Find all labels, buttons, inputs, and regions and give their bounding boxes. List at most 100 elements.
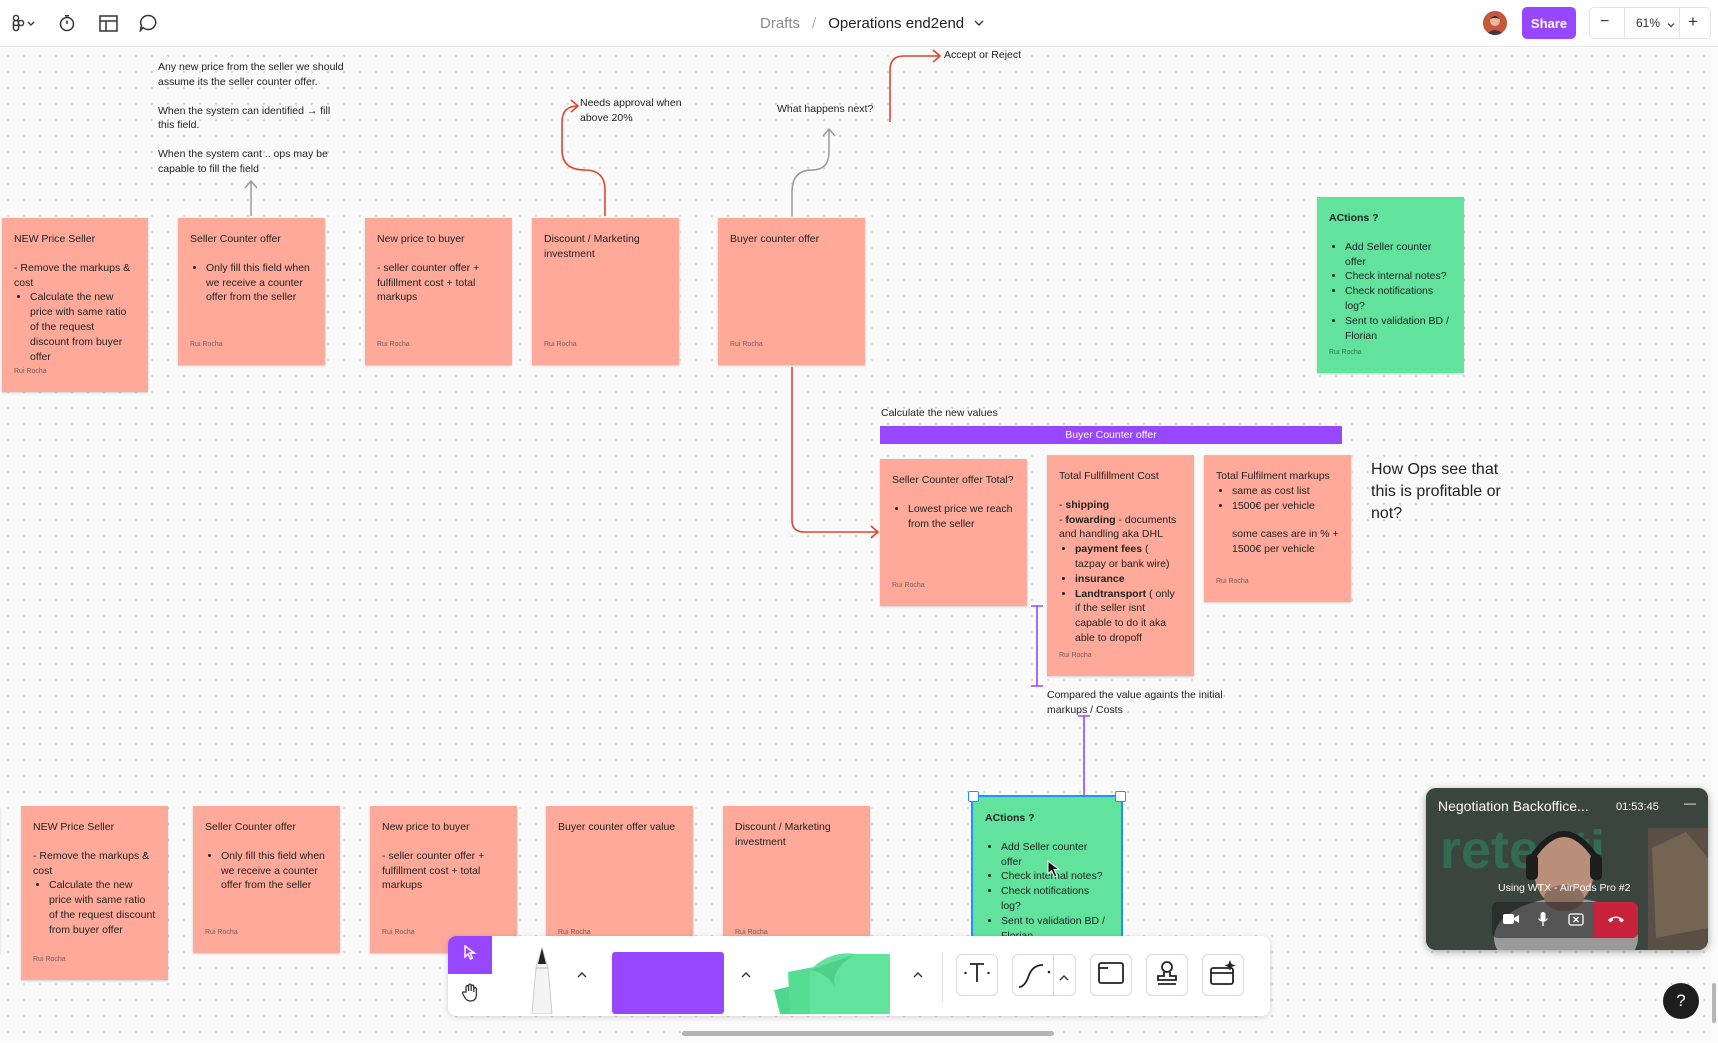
section-icon [1097, 959, 1125, 992]
help-button[interactable]: ? [1663, 983, 1699, 1019]
vertical-scrollbar[interactable] [1712, 983, 1716, 1023]
note-how-ops-see[interactable]: How Ops see that this is profitable or n… [1371, 461, 1501, 522]
creation-toolbar [448, 936, 1270, 1016]
sticky-author: Rui Rocha [377, 341, 410, 349]
sticky-title: Total Fullfillment Cost [1059, 470, 1159, 482]
sticky-options-chevron-icon[interactable] [912, 966, 924, 984]
sticky-new-price-seller[interactable]: NEW Price Seller - Remove the markups & … [2, 218, 148, 392]
note-accept-or-reject[interactable]: Accept or Reject [944, 49, 1022, 61]
call-title: Negotiation Backoffice... [1438, 798, 1589, 814]
video-call-window[interactable]: retenti Negotiation Backoffice... 01:53:… [1426, 788, 1708, 950]
sticky-title: New price to buyer [382, 821, 470, 833]
whiteboard-canvas[interactable]: Any new price from the seller we should … [0, 48, 1718, 1043]
sticky-author: Rui Rocha [1216, 578, 1249, 586]
sticky-seller-counter-total[interactable]: Seller Counter offer Total? Lowest price… [880, 459, 1027, 606]
zoom-level[interactable]: 61% [1636, 16, 1661, 30]
note-seller-assumption[interactable]: Any new price from the seller we should … [158, 61, 344, 175]
breadcrumb-separator: / [812, 14, 817, 32]
hand-tool-button[interactable] [448, 976, 492, 1014]
widgets-tool-button[interactable] [1202, 954, 1244, 996]
sticky-total-fulfillment-cost[interactable]: Total Fullfillment Cost - shipping - fow… [1047, 455, 1194, 676]
connector-grey-buyer [791, 130, 830, 216]
marker-tool-button[interactable] [512, 942, 572, 1015]
microphone-icon[interactable] [1537, 911, 1549, 932]
sticky-body: some cases are in % + 1500€ per vehicle [1232, 528, 1339, 556]
sticky-seller-counter-offer-2[interactable]: Seller Counter offer Only fill this fiel… [193, 806, 340, 953]
sticky-body: - seller counter offer + fulfillment cos… [382, 849, 485, 892]
connector-red-buyer-down [791, 367, 878, 533]
sticky-bullet: Calculate the new price with same ratio … [30, 290, 136, 364]
sticky-title: Buyer counter offer value [558, 821, 676, 833]
note-calculate-new-values[interactable]: Calculate the new values [881, 407, 998, 419]
stamp-tool-button[interactable] [1146, 954, 1188, 996]
sticky-title: Seller Counter offer [205, 821, 296, 833]
arrowhead-red-discount [570, 99, 580, 113]
screen-share-icon[interactable] [1568, 913, 1584, 931]
connector-purple-actions [1078, 715, 1090, 796]
sticky-bullets: Only fill this field when we receive a c… [221, 849, 328, 893]
timer-icon[interactable] [56, 12, 78, 34]
line-prefix: - [1059, 498, 1066, 511]
call-duration: 01:53:45 [1616, 801, 1659, 813]
zoom-chevron-icon[interactable] [1667, 16, 1675, 34]
select-tool-button[interactable] [448, 936, 492, 974]
connector-tool-button[interactable] [1012, 954, 1076, 996]
sticky-author: Rui Rocha [730, 341, 763, 349]
layout-icon[interactable] [97, 12, 119, 34]
phone-hang-up-icon [1607, 911, 1625, 929]
sticky-discount-marketing-2[interactable]: Discount / Marketing investment Rui Roch… [723, 806, 870, 953]
buyer-counter-offer-banner[interactable]: Buyer Counter offer [880, 426, 1342, 444]
sticky-total-fulfilment-markups[interactable]: Total Fulfilment markups same as cost li… [1204, 455, 1351, 602]
zoom-out-button[interactable]: − [1600, 13, 1610, 30]
section-tool-button[interactable] [1090, 954, 1132, 996]
sticky-body: - shipping - fowarding - documents and h… [1059, 498, 1182, 542]
shape-tool-button[interactable] [612, 952, 724, 1014]
text-tool-button[interactable] [956, 954, 998, 996]
sticky-bullet: Sent to validation BD / Florian [1345, 314, 1452, 344]
sticky-tool-button[interactable] [770, 950, 900, 1014]
top-toolbar: Drafts / Operations end2end Share − 61% … [0, 0, 1718, 47]
chevron-down-icon[interactable] [974, 14, 984, 32]
file-name[interactable]: Operations end2end [828, 14, 965, 32]
hang-up-button[interactable] [1594, 902, 1638, 938]
hand-icon [461, 983, 479, 1007]
cursor-icon [463, 944, 477, 965]
sticky-new-price-to-buyer[interactable]: New price to buyer - seller counter offe… [365, 218, 512, 365]
cost-forwarding: fowarding [1065, 513, 1116, 526]
sticky-actions-selected[interactable]: ACtions ? Add Seller counter offer Check… [971, 795, 1123, 959]
shape-options-chevron-icon[interactable] [740, 966, 752, 984]
sticky-author: Rui Rocha [892, 582, 925, 590]
horizontal-scrollbar[interactable] [682, 1031, 1054, 1036]
camera-icon[interactable] [1502, 912, 1520, 931]
sticky-new-price-to-buyer-2[interactable]: New price to buyer - seller counter offe… [370, 806, 517, 953]
resize-handle-top-left[interactable] [968, 791, 979, 802]
zoom-divider [1679, 8, 1680, 38]
avatar[interactable] [1483, 11, 1507, 35]
sticky-bullet: Landtransport ( only if the seller isnt … [1075, 587, 1182, 646]
resize-handle-top-right[interactable] [1115, 791, 1126, 802]
banner-label: Buyer Counter offer [1065, 429, 1157, 441]
share-button[interactable]: Share [1522, 7, 1576, 39]
breadcrumb-drafts[interactable]: Drafts [760, 14, 801, 32]
cost-forwarding-detail: - documents and handling aka DHL [1059, 513, 1177, 541]
zoom-in-button[interactable]: + [1688, 12, 1698, 31]
note-needs-approval[interactable]: Needs approval when above 20% [580, 97, 682, 124]
minimize-call-button[interactable]: — [1684, 796, 1696, 810]
sticky-seller-counter-offer[interactable]: Seller Counter offer Only fill this fiel… [178, 218, 325, 365]
note-compared-value[interactable]: Compared the value againts the initial m… [1047, 689, 1223, 716]
sticky-discount-marketing[interactable]: Discount / Marketing investment Rui Roch… [532, 218, 679, 365]
widgets-sparkle-icon [1208, 959, 1238, 992]
note-what-happens-next[interactable]: What happens next? [777, 103, 874, 115]
sticky-author: Rui Rocha [735, 929, 768, 937]
comment-icon[interactable] [137, 12, 159, 34]
connector-options-chevron-icon[interactable] [1058, 969, 1070, 987]
sticky-new-price-seller-2[interactable]: NEW Price Seller - Remove the markups & … [21, 806, 168, 980]
sticky-buyer-counter-offer[interactable]: Buyer counter offer Rui Rocha [718, 218, 865, 365]
figma-menu-icon[interactable] [8, 12, 38, 34]
sticky-bullet: insurance [1075, 572, 1182, 587]
marker-options-chevron-icon[interactable] [576, 966, 588, 984]
sticky-buyer-counter-offer-value[interactable]: Buyer counter offer value Rui Rocha [546, 806, 693, 953]
help-icon: ? [1676, 991, 1686, 1010]
sticky-bullet: Add Seller counter offer [1345, 240, 1452, 270]
sticky-actions-top[interactable]: ACtions ? Add Seller counter offer Check… [1317, 197, 1464, 373]
